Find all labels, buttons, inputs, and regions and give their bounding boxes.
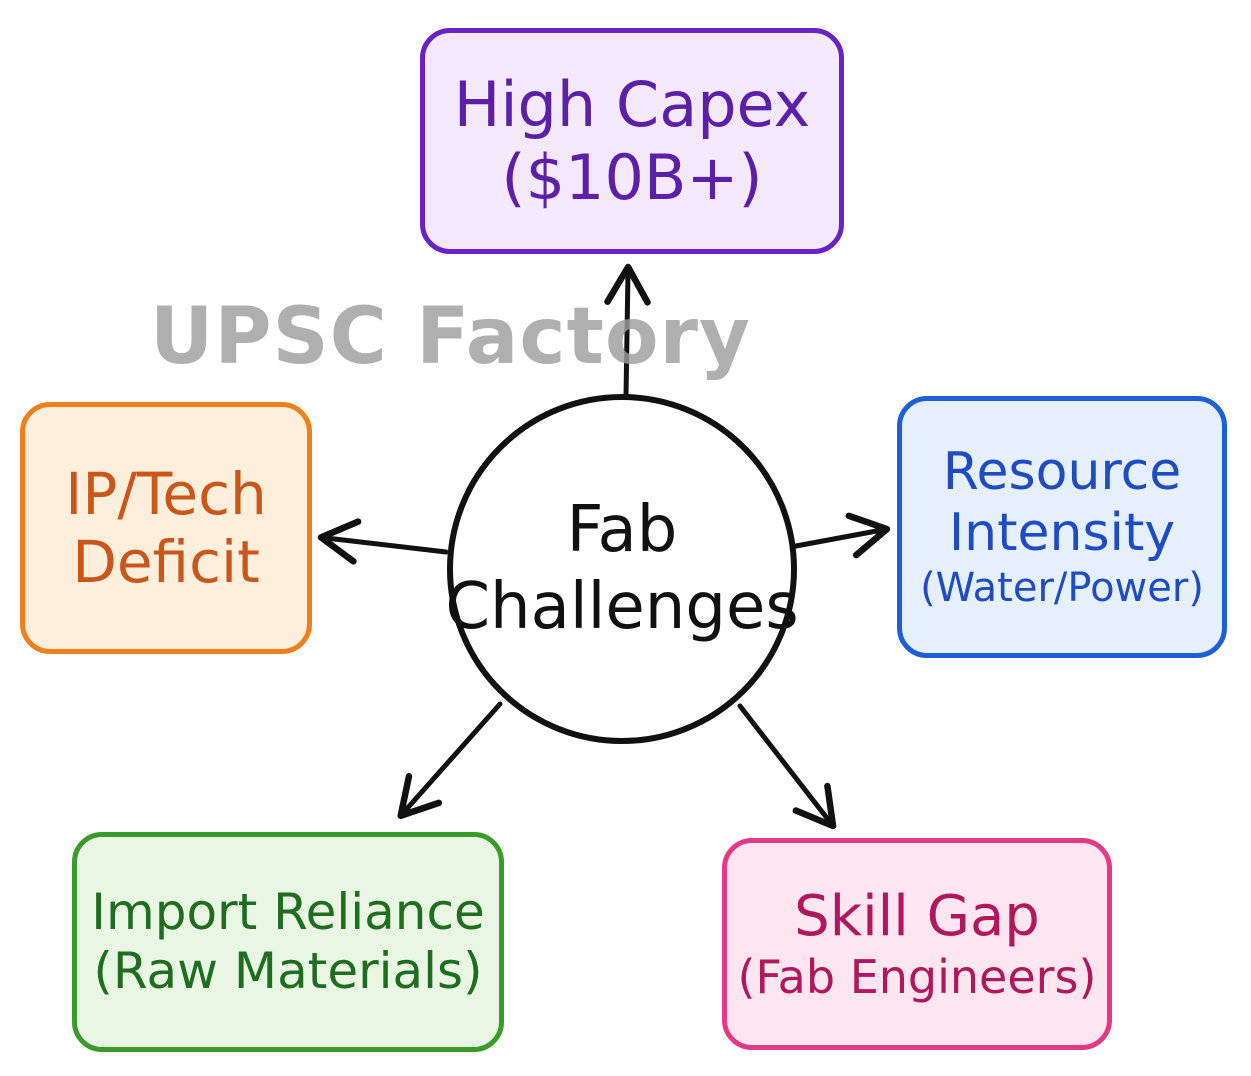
- challenge-node-ip-tech-deficit: IP/Tech Deficit: [20, 402, 312, 654]
- arrow-to-resource: [793, 512, 891, 559]
- node-label-line: Deficit: [72, 528, 260, 596]
- node-label-line: IP/Tech: [65, 459, 267, 528]
- node-label-line: High Capex: [453, 67, 811, 141]
- arrow-to-skill: [737, 703, 837, 830]
- node-label-line: Skill Gap: [794, 883, 1040, 949]
- center-label-line: Fab: [566, 493, 678, 568]
- arrow-to-ip-tech: [317, 518, 449, 565]
- challenge-node-skill-gap: Skill Gap (Fab Engineers): [722, 838, 1112, 1050]
- node-label-line: Resource: [942, 442, 1182, 503]
- node-label-line: (Water/Power): [920, 564, 1204, 611]
- node-label-line: Intensity: [948, 503, 1176, 564]
- challenge-node-high-capex: High Capex ($10B+): [420, 28, 844, 254]
- arrow-to-import: [397, 701, 503, 819]
- center-node-fab-challenges: Fab Challenges: [445, 394, 799, 744]
- watermark-text: UPSC Factory: [150, 292, 751, 382]
- node-label-line: Import Reliance: [91, 883, 485, 941]
- node-label-line: ($10B+): [501, 141, 763, 214]
- arrow-to-capex: [604, 263, 651, 399]
- challenge-node-import-reliance: Import Reliance (Raw Materials): [72, 832, 504, 1052]
- node-label-line: (Raw Materials): [93, 942, 483, 1000]
- center-label-line: Challenges: [445, 570, 799, 644]
- node-label-line: (Fab Engineers): [737, 949, 1097, 1004]
- challenge-node-resource-intensity: Resource Intensity (Water/Power): [897, 396, 1227, 658]
